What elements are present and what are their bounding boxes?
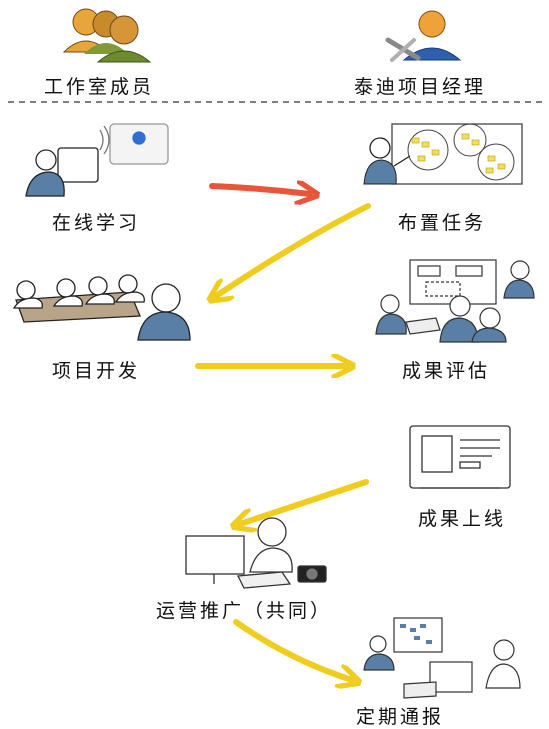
- project-manager-icon: [385, 10, 462, 62]
- step-project-dev-label: 项目开发: [52, 360, 141, 382]
- step-regular-report-label: 定期通报: [356, 706, 445, 728]
- arrow-launch-to-operations: [240, 479, 369, 524]
- project-manager-label: 泰迪项目经理: [354, 76, 487, 98]
- step-operations-label: 运营推广（共同）: [156, 600, 333, 622]
- arrow-operations-to-report: [233, 619, 352, 680]
- result-review-illustration: [375, 259, 535, 343]
- arrow-learn-to-assign: [209, 186, 310, 194]
- step-result-launch-label: 成果上线: [418, 508, 507, 530]
- online-learning-illustration: [25, 123, 169, 197]
- step-assign-tasks-label: 布置任务: [398, 212, 487, 234]
- project-development-illustration: [12, 274, 191, 341]
- team-members-label: 工作室成员: [44, 76, 155, 98]
- assign-tasks-illustration: [363, 123, 523, 185]
- team-members-icon: [62, 8, 152, 63]
- step-result-review-label: 成果评估: [402, 360, 491, 382]
- step-online-learning-label: 在线学习: [52, 212, 141, 234]
- report-illustration: [363, 617, 521, 699]
- arrow-assign-to-dev: [216, 203, 371, 296]
- operations-illustration: [185, 517, 327, 589]
- launch-monitor-illustration: [409, 425, 511, 489]
